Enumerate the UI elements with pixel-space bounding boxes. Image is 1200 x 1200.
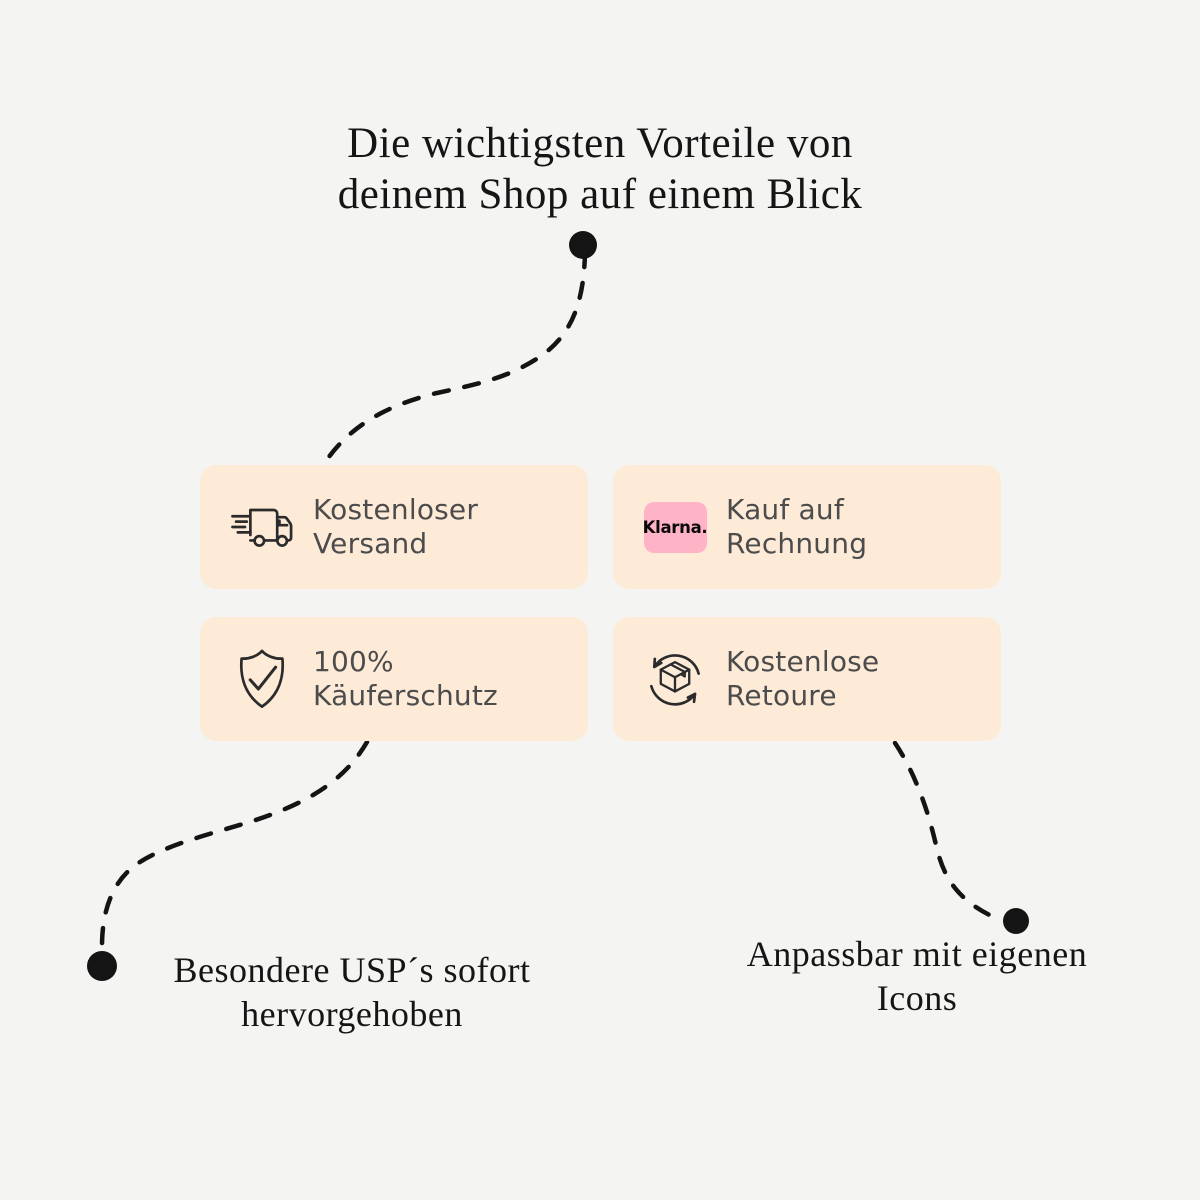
- connector-dot-right-note: [1003, 908, 1029, 934]
- page-title: Die wichtigsten Vorteile von deinem Shop…: [0, 118, 1200, 220]
- annotation-usp-line-2: hervorgehoben: [241, 994, 463, 1034]
- shipping-truck-icon: [227, 499, 297, 555]
- connector-dot-title: [569, 231, 597, 259]
- card-buyer-protection: 100% Käuferschutz: [200, 617, 588, 741]
- card-label: 100% Käuferschutz: [313, 645, 498, 713]
- card-label-line: Versand: [313, 527, 428, 560]
- annotation-usp-line-1: Besondere USP´s sofort: [173, 950, 531, 990]
- annotation-custom-icons-line-2: Icons: [876, 978, 958, 1018]
- card-free-returns: Kostenlose Retoure: [613, 617, 1001, 741]
- benefit-cards-grid: Kostenloser Versand Klarna. Kauf auf Rec…: [200, 465, 1001, 741]
- card-label: Kostenlose Retoure: [726, 645, 879, 713]
- card-label-line: Kostenloser: [313, 493, 479, 526]
- card-buy-on-invoice: Klarna. Kauf auf Rechnung: [613, 465, 1001, 589]
- card-label-line: Kostenlose: [726, 645, 880, 678]
- card-label-line: 100%: [313, 645, 394, 678]
- klarna-badge-icon: Klarna.: [640, 501, 710, 553]
- shield-check-icon: [227, 646, 297, 712]
- card-label-line: Kauf auf: [726, 493, 844, 526]
- card-label: Kauf auf Rechnung: [726, 493, 867, 561]
- connector-curve-card-to-left-note: [99, 739, 370, 949]
- annotation-usp: Besondere USP´s sofort hervorgehoben: [130, 948, 574, 1036]
- page-title-line-1: Die wichtigsten Vorteile von: [347, 120, 853, 167]
- return-box-icon: [640, 647, 710, 711]
- card-label-line: Rechnung: [726, 527, 868, 560]
- card-label-line: Käuferschutz: [313, 679, 498, 712]
- klarna-logo: Klarna.: [643, 501, 708, 553]
- card-label: Kostenloser Versand: [313, 493, 478, 561]
- page-title-line-2: deinem Shop auf einem Blick: [337, 171, 863, 218]
- connector-curve-title-to-card: [321, 249, 588, 467]
- connector-curve-card-to-right-note: [892, 740, 1001, 922]
- connector-dot-left-note: [87, 951, 117, 981]
- card-label-line: Retoure: [726, 679, 837, 712]
- annotation-custom-icons-line-1: Anpassbar mit eigenen: [746, 934, 1088, 974]
- annotation-custom-icons: Anpassbar mit eigenen Icons: [697, 932, 1137, 1020]
- card-free-shipping: Kostenloser Versand: [200, 465, 588, 589]
